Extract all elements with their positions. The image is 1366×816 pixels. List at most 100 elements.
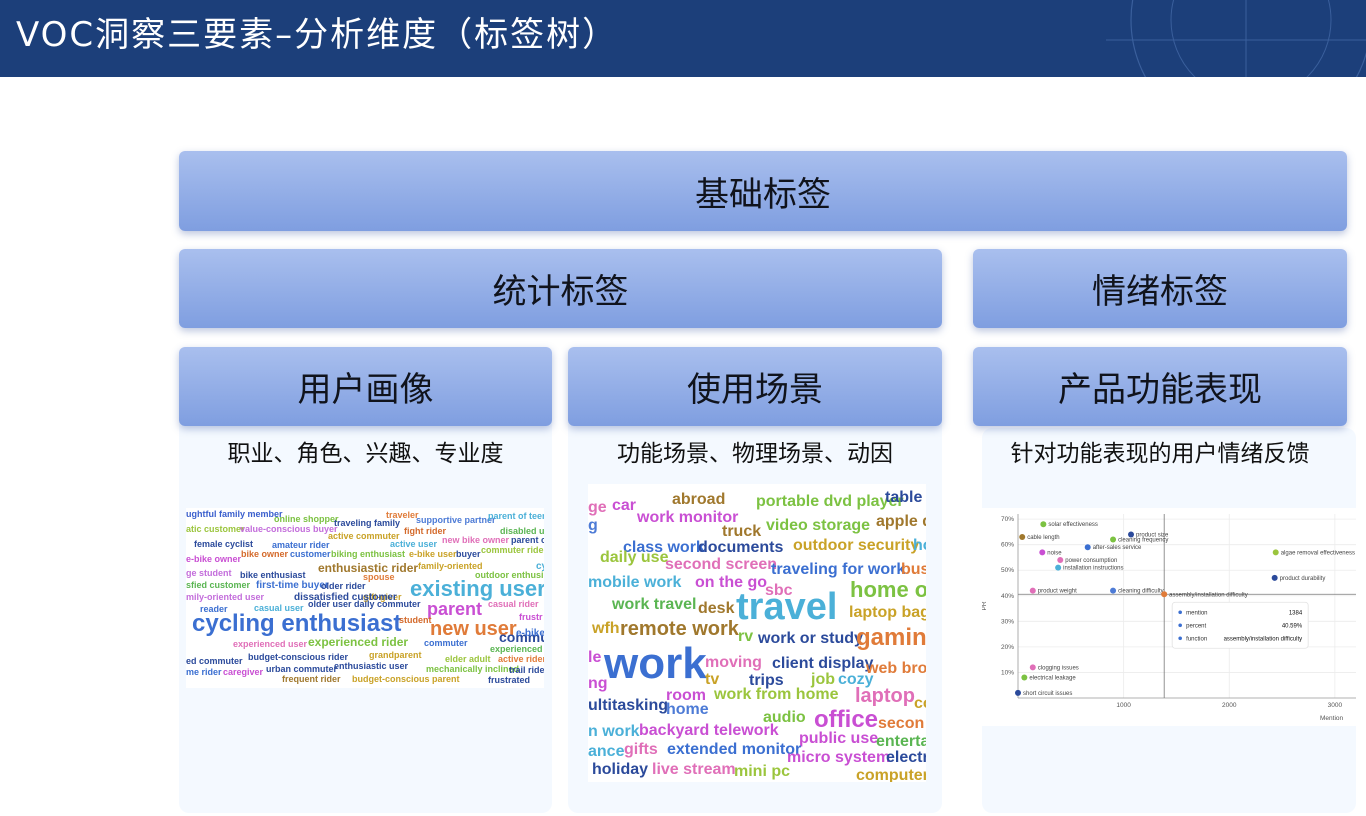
cloud-word: daily commuter [354,599,421,609]
cloud-word: gift-giver [363,592,402,602]
scatter-point [1040,521,1047,528]
cloud-word: bike enthusiast [240,570,306,580]
cloud-word: holiday [592,761,649,778]
cloud-word: active commuter [328,531,400,541]
point-label: cleaning difficulty [1118,589,1164,595]
scene-bar: 使用场景 [568,347,942,426]
tooltip-label: mention [1186,610,1207,616]
cloud-word: laptop bag [849,604,926,621]
cloud-word: frequent rider [282,674,341,684]
cloud-word: spouse [363,572,395,582]
cloud-word: enthusiastic user [334,661,409,671]
cloud-word: g [588,517,598,534]
cloud-word: outdoor enthusi [475,570,544,580]
cloud-word: family-oriented [418,561,483,571]
scatter-point [1272,549,1279,556]
cloud-word: electr [886,749,926,766]
tooltip-label: percent [1186,623,1206,629]
product-description: 针对功能表现的用户情绪反馈 [1010,441,1310,467]
cloud-word: abroad [672,491,726,508]
product-label: 产品功能表现 [1058,370,1262,410]
scene-description: 功能场景、物理场景、动因 [617,441,893,467]
base-tags-label: 基础标签 [695,174,831,215]
point-label: assembly/installation difficulty [1169,592,1248,598]
cloud-word: budget-conscious rider [248,652,349,662]
statistic-tags-bar: 统计标签 [179,249,942,328]
emotion-tags-label: 情绪标签 [1092,272,1228,312]
y-axis-label: PR [982,601,988,610]
cloud-word: new bike owner [442,535,510,545]
cloud-word: laptop [855,685,915,707]
cloud-word: dissatisfied customer [294,592,397,603]
point-label: power consumption [1065,558,1117,564]
y-tick-label: 60% [1001,542,1014,549]
cloud-word: commuter rider [481,545,544,555]
product-bar: 产品功能表现 [973,347,1347,426]
statistic-tags-label: 统计标签 [492,272,629,312]
scatter-point [1021,674,1028,681]
cloud-word: traveling family [334,518,401,528]
point-label: short circuit issues [1023,691,1072,697]
scatter-point [1057,557,1064,563]
cloud-word: audio [763,709,806,726]
cloud-word: secon [878,715,925,732]
cloud-word: reader [200,604,228,614]
cloud-word: traveler [386,510,419,520]
point-label: cable length [1027,535,1059,541]
cloud-word: parent [427,599,483,619]
header-banner: VOC洞察三要素–分析维度（标签树） [0,0,1366,77]
cloud-word: disabled us [500,526,544,536]
cloud-word: enthusiastic rider [318,561,419,575]
scatter-point [1128,531,1135,538]
cloud-word: table [885,489,923,506]
scatter-point [1110,587,1117,594]
cloud-word: computer s [856,767,926,783]
cloud-word: ughtful family member [186,509,283,519]
cloud-word: work [604,639,707,688]
point-label: product size [1136,532,1169,538]
point-label: algae removal effectiveness [1281,550,1355,556]
cloud-word: casual rider [488,599,539,609]
cloud-word: me rider [186,667,222,677]
cloud-word: public use [799,730,879,747]
cloud-word: casual user [254,603,304,613]
cloud-word: on the go [695,574,767,591]
cloud-word: outdoor security [793,537,920,554]
cloud-word: cyclist [536,561,544,572]
cloud-word: sbc [765,582,793,599]
cloud-word: remote work [620,618,739,640]
cloud-word: customer [290,549,331,559]
header-decoration [1106,0,1366,77]
tooltip-dot [1178,623,1182,628]
cloud-word: client display [772,655,874,672]
cloud-word: e-bike owner [186,554,242,564]
cloud-word: parent or [511,535,544,545]
cloud-word: work or study [758,630,863,647]
scatter-point [1015,689,1021,696]
cloud-word: parent of teen [488,511,544,521]
cloud-word: buyer [456,549,481,559]
cloud-word: experienced user [233,639,308,649]
scatter-point [1271,574,1278,581]
cloud-word: room [666,687,706,704]
cloud-word: apple dev [876,513,926,530]
base-tags-bar: 基础标签 [179,151,1347,231]
tooltip-value: 40.59% [1282,623,1303,629]
cloud-word: value-conscious buyer [240,524,338,534]
y-tick-label: 40% [1001,593,1014,600]
cloud-word: sfied customer [186,580,251,590]
persona-bar: 用户画像 [179,347,552,426]
cloud-word: new user [430,618,517,640]
cloud-word: mobile work [588,574,682,591]
cloud-word: elder adult [445,654,491,664]
cloud-word: backyard telework [639,722,779,739]
tooltip-dot [1178,636,1182,641]
cloud-word: cycling enthusiast [192,610,402,637]
y-tick-label: 20% [1001,644,1014,651]
cloud-word: work from home [714,686,839,703]
cloud-word: older user [308,599,352,609]
scatter-point [1084,544,1091,551]
cloud-word: gifts [624,741,658,758]
cloud-word: class work [623,539,705,556]
cloud-word: co [914,695,926,712]
